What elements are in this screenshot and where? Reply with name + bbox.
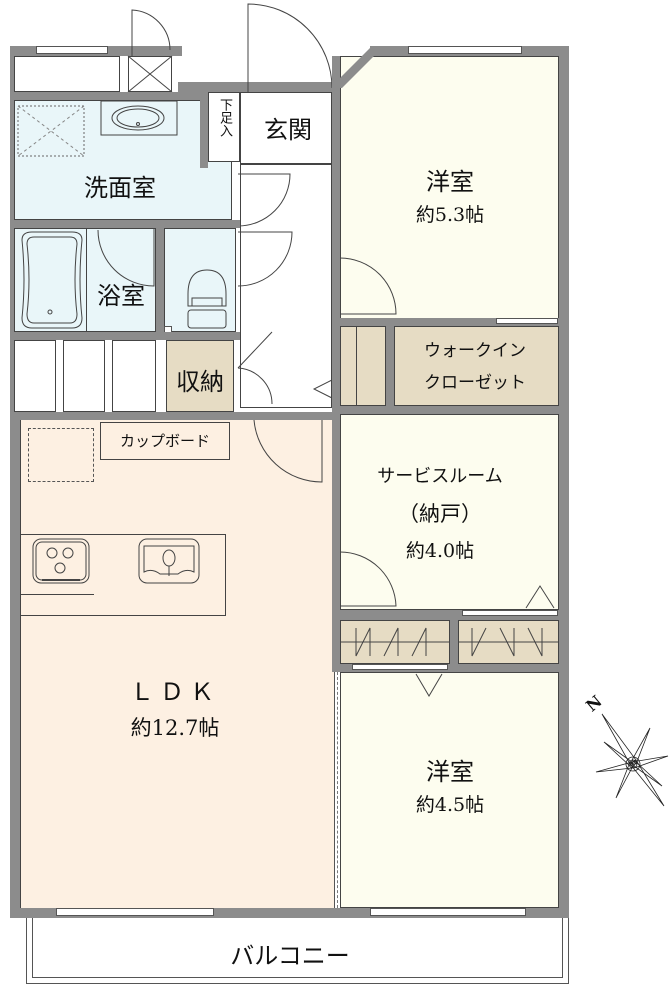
wic-label-line1: ウォークイン — [424, 341, 526, 361]
storage-box-3 — [112, 340, 156, 412]
outer-wall-top-mid — [178, 82, 348, 92]
service-room-label-line1: サービスルーム — [377, 466, 503, 487]
door-swing-ldk-icon — [253, 419, 323, 483]
getabako-shoe-storage — [208, 92, 240, 162]
outer-wall-right — [559, 46, 569, 918]
sliding-door-arrow-icon — [312, 379, 333, 399]
western-room-2-size: 約4.5帖 — [415, 794, 485, 816]
wall-wic-top — [332, 318, 569, 326]
door-swing-entrance-icon — [247, 3, 333, 92]
wic-side-shelf — [340, 326, 386, 406]
wall-storage-row-bottom — [10, 412, 340, 420]
service-room-size: 約4.0帖 — [405, 540, 475, 562]
window-top-left — [36, 46, 108, 54]
wic-top-opening — [496, 318, 558, 324]
wall-wic-divider — [386, 326, 394, 408]
door-swing-washroom-icon — [237, 173, 291, 227]
closet-opening-bottom — [352, 664, 448, 670]
service-room — [340, 414, 559, 610]
folding-door-right-icon — [458, 627, 559, 657]
laundry-pan-icon — [17, 105, 85, 157]
wall-center-vertical — [332, 56, 340, 670]
fridge-space — [28, 428, 94, 482]
wall-storage-row-top — [10, 332, 240, 340]
genkan-entrance — [240, 92, 332, 164]
door-swing-toilet-icon — [237, 231, 293, 287]
door-swing-room1-icon — [339, 257, 397, 315]
sliding-door-arrow-service-icon — [525, 585, 555, 609]
toilet-icon — [187, 269, 227, 329]
compass-rose-icon — [595, 713, 669, 807]
pipe-space-cross-icon — [127, 55, 173, 93]
door-swing-bath-icon — [97, 228, 155, 287]
getabako-label: 下足入 — [217, 98, 232, 137]
wall-toilet-left — [156, 220, 164, 340]
counter-line — [20, 594, 94, 595]
ldk-size: 約12.7帖 — [130, 716, 220, 740]
door-swing-storage-icon — [237, 331, 273, 405]
wash-basin-icon — [100, 100, 178, 136]
top-left-storage — [14, 56, 120, 92]
closet-opening-top — [462, 610, 558, 616]
door-swing-service-room-icon — [339, 551, 397, 607]
balcony — [26, 918, 569, 984]
corridor — [240, 164, 332, 408]
western-room-2 — [340, 672, 559, 908]
wic-shelf-line — [356, 326, 357, 406]
wall-washroom-top — [10, 92, 240, 100]
outer-wall-left — [10, 46, 20, 918]
western-room-2-label: 洋室 — [426, 758, 474, 786]
kitchen-sink-icon — [138, 538, 200, 584]
wall-wic-bottom — [332, 406, 569, 414]
service-room-label-line2: （納戸） — [398, 502, 482, 526]
outer-wall-bottom — [10, 908, 569, 918]
wall-washroom-right — [200, 92, 208, 168]
bathroom — [14, 228, 156, 332]
window-room2-balcony — [370, 908, 526, 916]
shuno-storage — [166, 340, 234, 412]
bathtub-icon — [21, 231, 83, 329]
balcony-inner-line — [32, 918, 563, 978]
balcony-label: バルコニー — [230, 942, 350, 970]
door-swing-pipe-space-icon — [131, 9, 171, 56]
walk-in-closet — [394, 326, 559, 406]
bathroom-label: 浴室 — [97, 282, 145, 310]
genkan-label: 玄関 — [264, 116, 312, 144]
western-room-1-size: 約5.3帖 — [415, 204, 485, 226]
shuno-label: 収納 — [176, 368, 224, 396]
western-room-1-label: 洋室 — [426, 168, 474, 196]
kitchen-counter — [20, 534, 226, 616]
sliding-partition — [334, 672, 338, 908]
ldk-label: ＬＤＫ — [130, 678, 220, 706]
window-top-right — [408, 46, 522, 54]
cupboard-label: カップボード — [119, 432, 210, 450]
washroom — [14, 100, 232, 220]
bath-divider — [86, 228, 87, 332]
wic-label-line2: クローゼット — [424, 373, 526, 393]
cupboard — [100, 422, 230, 460]
storage-box-1 — [14, 340, 56, 412]
folding-door-left-icon — [340, 627, 450, 657]
ldk — [20, 420, 334, 908]
window-ldk-balcony — [56, 908, 214, 916]
washroom-label: 洗面室 — [84, 174, 156, 202]
chamfer-wall — [332, 48, 374, 88]
storage-box-2 — [63, 340, 105, 412]
sliding-door-arrow-room2-icon — [415, 673, 443, 697]
gas-stove-icon — [32, 538, 90, 584]
wall-bath-top — [10, 220, 240, 228]
western-room-1 — [340, 56, 559, 320]
